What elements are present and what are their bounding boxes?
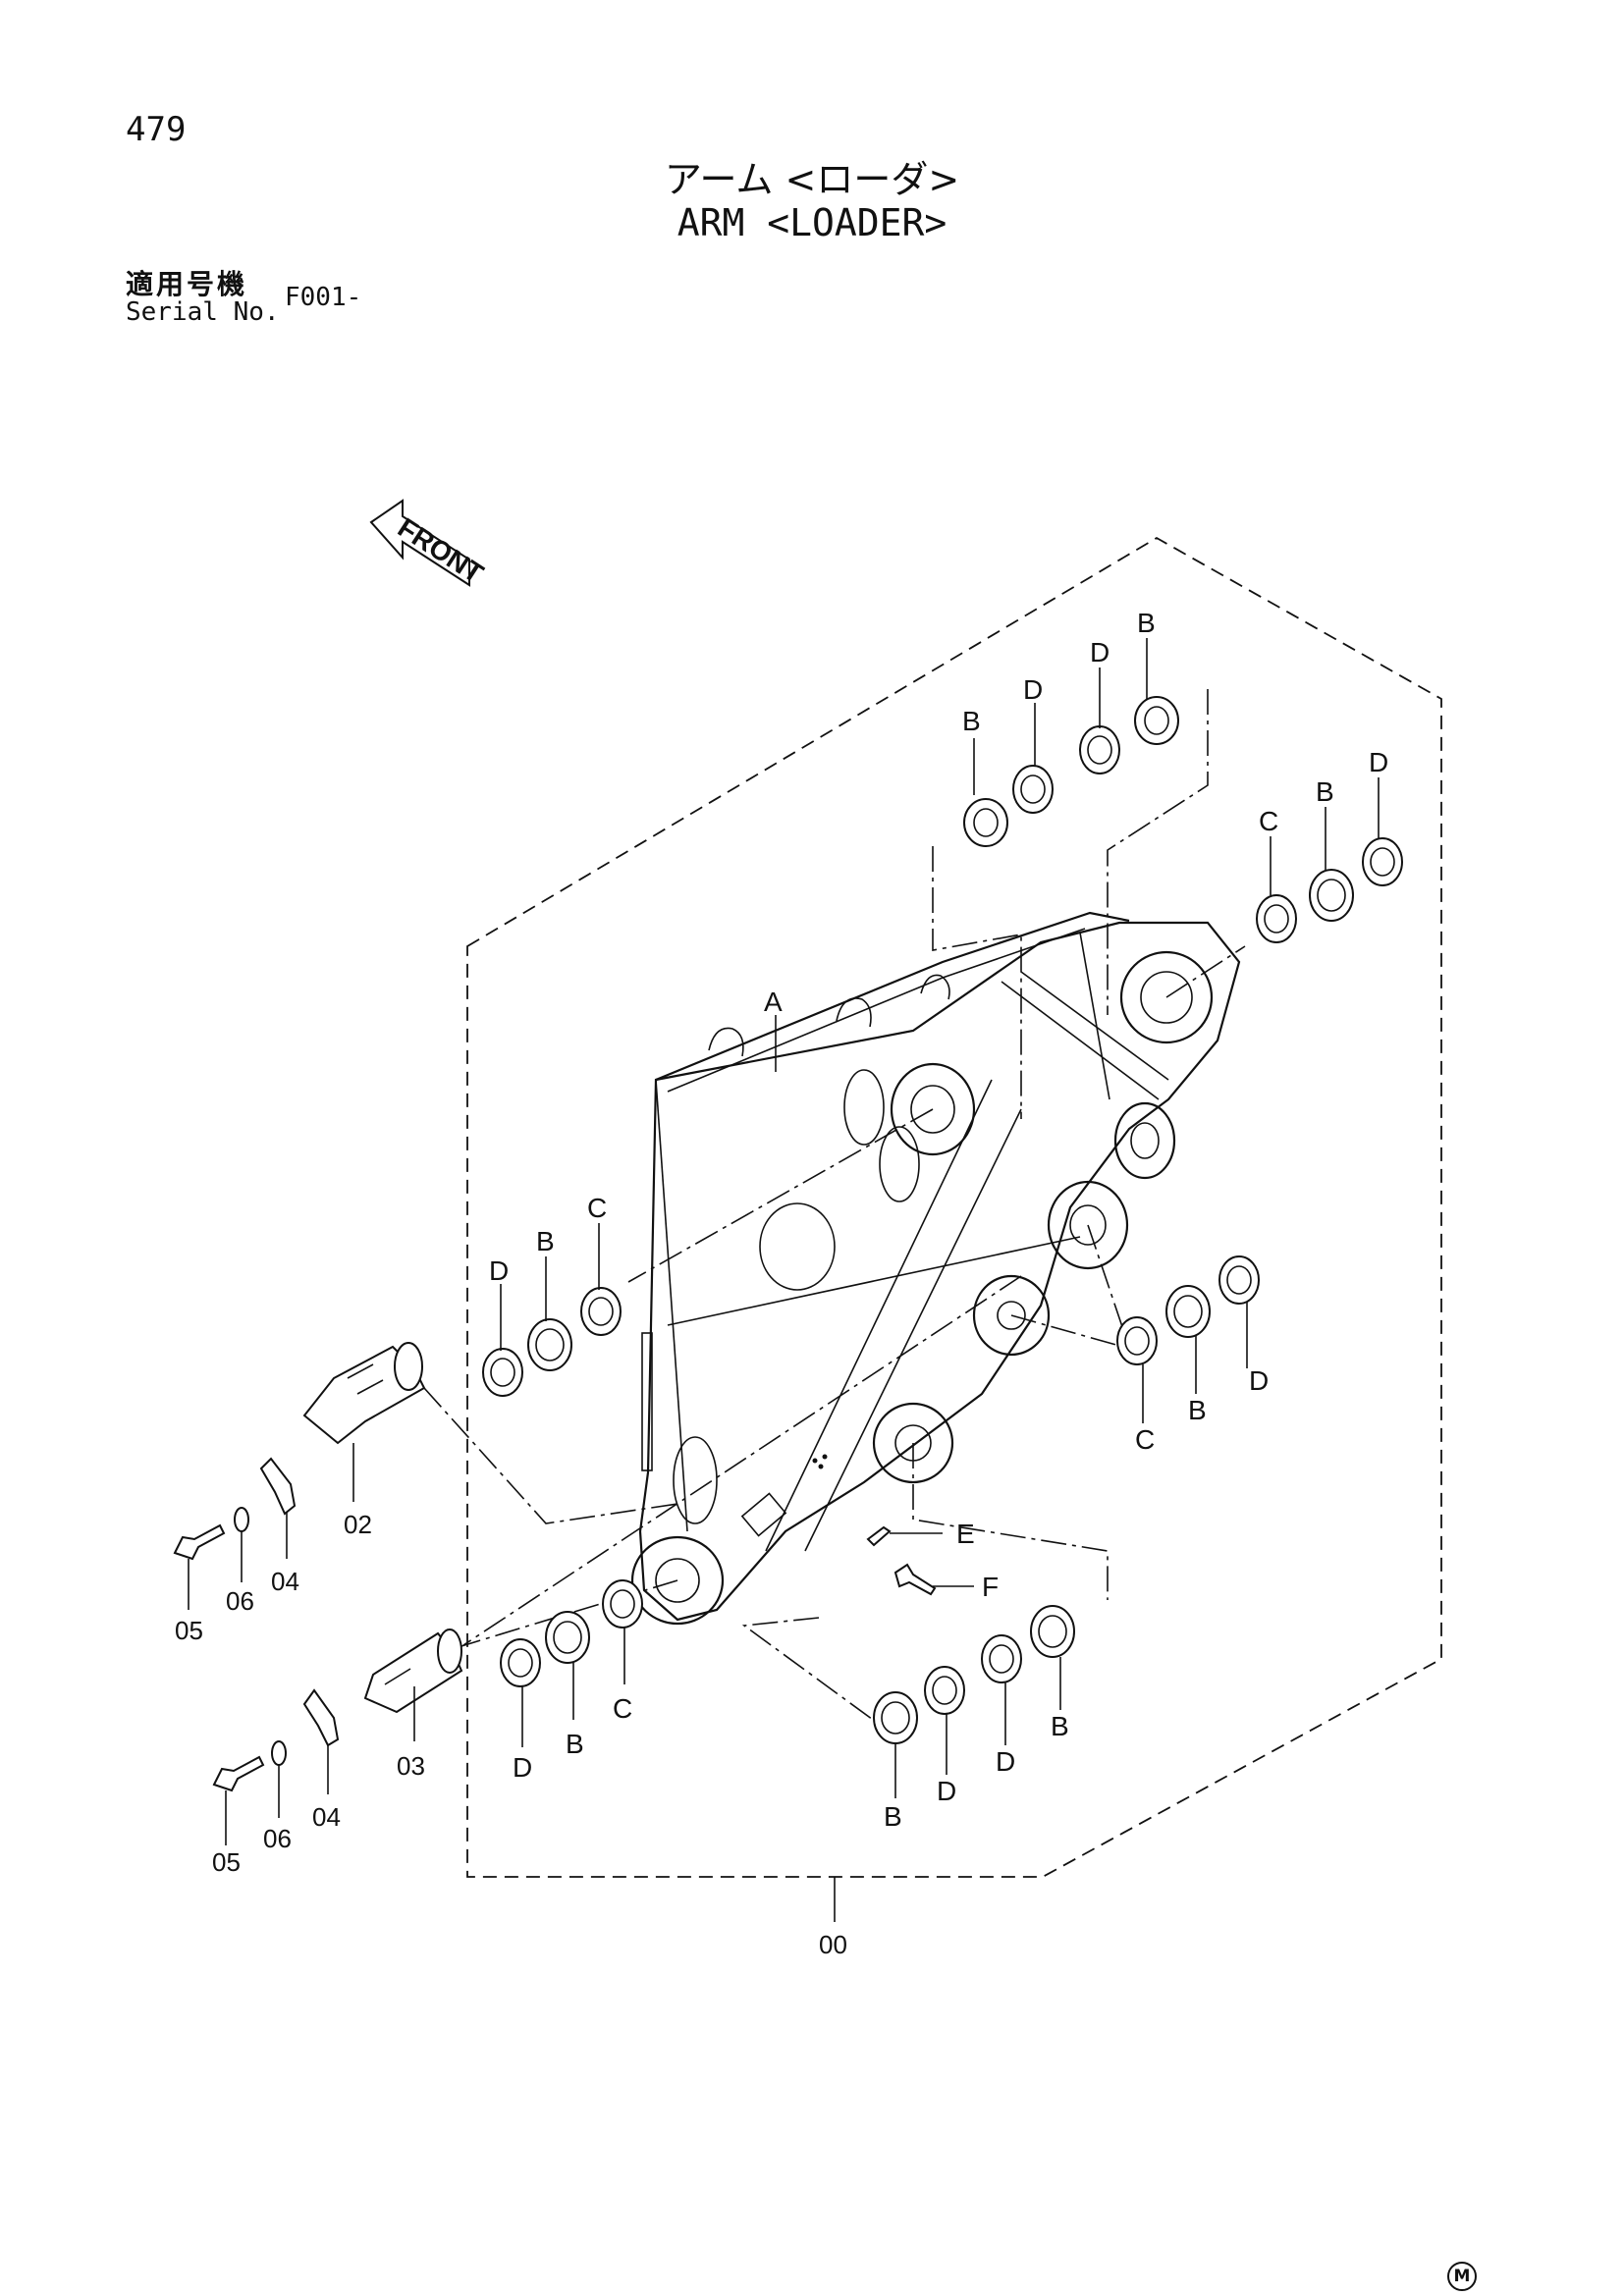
callout-f: F [982, 1572, 999, 1602]
callout-b: B [962, 706, 981, 736]
part-number-06: 06 [263, 1824, 292, 1853]
callout-d: D [1369, 747, 1388, 777]
title-japanese: アーム <ローダ> [664, 158, 960, 201]
callout-b: B [566, 1729, 584, 1759]
footer-mark: M [1447, 2262, 1477, 2291]
callout-leaders [188, 638, 1380, 1845]
serial-value: F001- [285, 283, 362, 312]
serial-label-english: Serial No. [126, 297, 280, 327]
title-english: ARM <LOADER> [677, 201, 947, 244]
part-number-05: 05 [212, 1847, 241, 1877]
part-number-00: 00 [819, 1930, 847, 1959]
callout-letters: B D D B D B C A C B D D B C E F C B D B … [489, 608, 1388, 1832]
callout-c: C [1135, 1424, 1155, 1455]
callout-a: A [764, 987, 783, 1017]
part-number-02: 02 [344, 1510, 372, 1539]
arm-body [630, 911, 1241, 1626]
callout-b: B [1137, 608, 1156, 638]
callout-b: B [1316, 776, 1334, 807]
callout-c: C [587, 1193, 607, 1223]
part-number-05: 05 [175, 1616, 203, 1645]
leader-lines [423, 689, 1246, 1729]
front-arrow-label: FRONT [393, 512, 489, 590]
callout-b: B [536, 1226, 555, 1256]
callout-c: C [1259, 806, 1278, 836]
assembly-boundary [466, 536, 1442, 1878]
callout-d: D [1249, 1365, 1269, 1396]
part-number-06: 06 [226, 1586, 254, 1616]
serial-label-japanese: 適用号機 [126, 268, 248, 300]
front-arrow-icon: FRONT [369, 499, 489, 590]
callout-d: D [937, 1776, 956, 1806]
callout-d: D [996, 1746, 1015, 1777]
part-number-04: 04 [312, 1802, 341, 1832]
part-numbers: 02 03 04 04 05 05 06 06 00 [175, 1510, 847, 1959]
callout-d: D [1023, 674, 1043, 705]
callout-e: E [956, 1519, 975, 1549]
page-number: 479 [126, 110, 187, 149]
callout-b: B [1051, 1711, 1069, 1741]
callout-d: D [489, 1255, 509, 1286]
callout-b: B [884, 1801, 902, 1832]
callout-d: D [513, 1752, 532, 1783]
part-number-03: 03 [397, 1751, 425, 1781]
part-number-04: 04 [271, 1567, 299, 1596]
bushing-set [482, 696, 1403, 1744]
callout-c: C [613, 1693, 632, 1724]
callout-b: B [1188, 1395, 1207, 1425]
callout-d: D [1090, 637, 1110, 667]
